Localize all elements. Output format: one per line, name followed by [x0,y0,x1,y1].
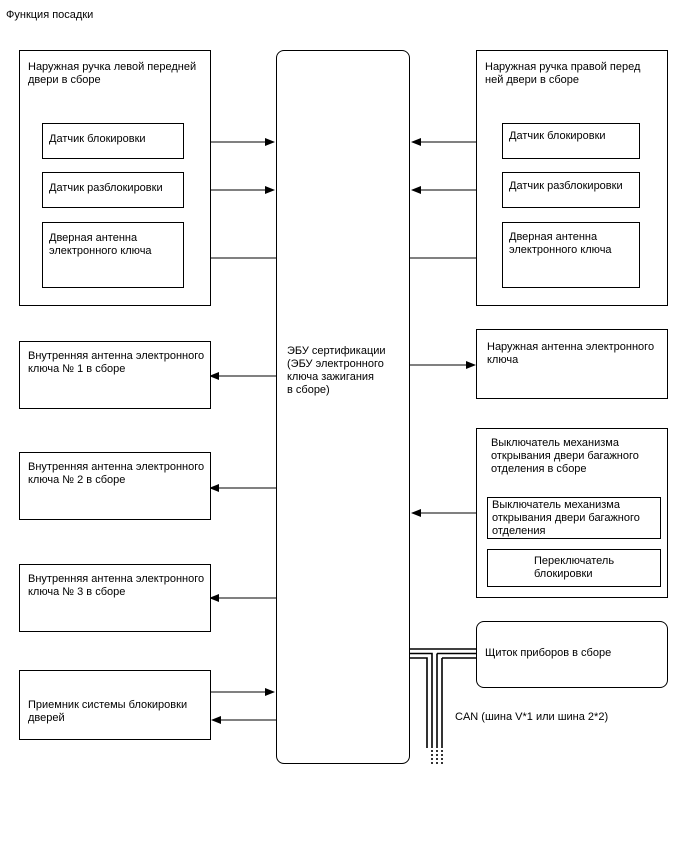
instrument-cluster: Щиток приборов в сборе [476,621,668,688]
right-front-handle-title: Наружная ручка правой перед ней двери в … [485,61,641,86]
right-door-antenna-label: Дверная антенна электронного ключа [509,231,612,256]
right-door-antenna: Дверная антенна электронного ключа [502,222,640,288]
ecu-label: ЭБУ сертификации (ЭБУ электронного ключа… [287,345,386,396]
certification-ecu: ЭБУ сертификации (ЭБУ электронного ключа… [276,50,410,764]
left-unlock-sensor: Датчик разблокировки [42,172,184,208]
inner-antenna-1: Внутренняя антенна электронного ключа № … [19,341,211,409]
trunk-opener-switch: Выключатель механизма открывания двери б… [487,497,661,539]
diagram-title: Функция посадки [6,9,94,21]
instrument-cluster-label: Щиток приборов в сборе [485,647,612,659]
inner-antenna-3: Внутренняя антенна электронного ключа № … [19,564,211,632]
outer-antenna: Наружная антенна электронного ключа [476,329,668,399]
left-door-antenna: Дверная антенна электронного ключа [42,222,184,288]
door-lock-receiver: Приемник системы блокировки дверей [19,670,211,740]
right-lock-sensor: Датчик блокировки [502,123,640,159]
can-label: CAN (шина V*1 или шина 2*2) [455,711,609,723]
right-lock-sensor-label: Датчик блокировки [509,130,606,142]
left-lock-sensor-label: Датчик блокировки [49,133,146,145]
lock-switch-label: Переключатель блокировки [534,555,615,580]
trunk-switch-assembly-title: Выключатель механизма открывания двери б… [491,437,639,475]
can-bus [410,648,476,748]
left-unlock-sensor-label: Датчик разблокировки [49,182,163,194]
inner-antenna-2-label: Внутренняя антенна электронного ключа № … [28,461,205,486]
lock-switch: Переключатель блокировки [487,549,661,587]
left-lock-sensor: Датчик блокировки [42,123,184,159]
door-lock-receiver-label: Приемник системы блокировки дверей [28,699,188,724]
can-bus-continuation [431,750,443,765]
right-unlock-sensor-label: Датчик разблокировки [509,180,623,192]
left-front-handle-title: Наружная ручка левой передней двери в сб… [28,61,197,86]
outer-antenna-label: Наружная антенна электронного ключа [487,341,655,366]
inner-antenna-1-label: Внутренняя антенна электронного ключа № … [28,350,205,375]
right-unlock-sensor: Датчик разблокировки [502,172,640,208]
left-door-antenna-label: Дверная антенна электронного ключа [49,232,152,257]
trunk-opener-switch-label: Выключатель механизма открывания двери б… [492,499,640,537]
inner-antenna-2: Внутренняя антенна электронного ключа № … [19,452,211,520]
inner-antenna-3-label: Внутренняя антенна электронного ключа № … [28,573,205,598]
